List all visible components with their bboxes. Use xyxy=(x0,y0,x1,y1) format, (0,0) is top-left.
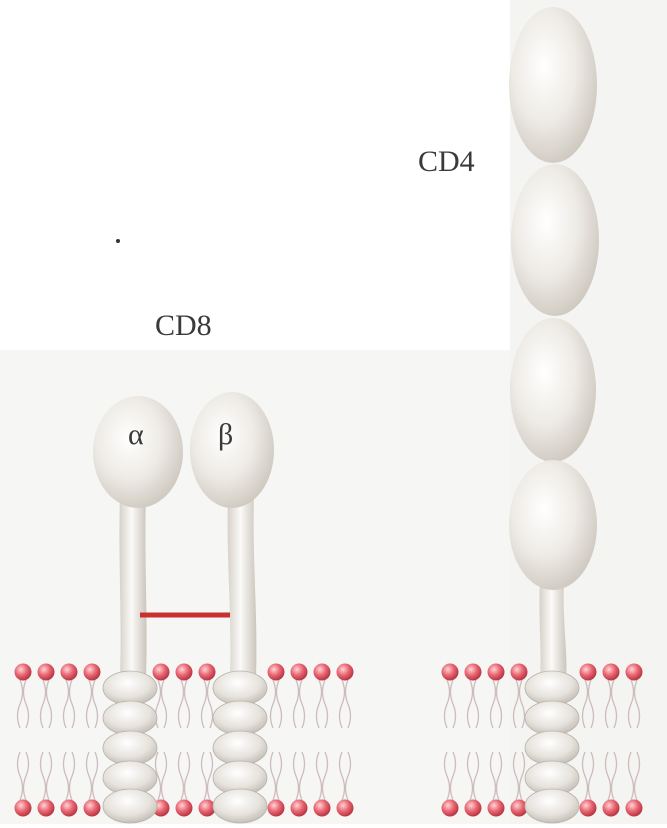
lipid-head xyxy=(15,664,32,681)
beta-chain-label: β xyxy=(218,418,233,452)
lipid-head xyxy=(465,664,482,681)
cd4-stalk xyxy=(539,580,566,680)
lipid-head xyxy=(314,800,331,817)
helix-turn xyxy=(103,789,157,823)
lipid-head xyxy=(626,800,643,817)
cd4-label: CD4 xyxy=(418,145,475,179)
lipid-head xyxy=(511,664,528,681)
helix-turn xyxy=(103,731,157,765)
alpha-chain-label: α xyxy=(128,418,144,452)
helix-turn xyxy=(213,731,267,765)
helix-turn xyxy=(525,731,579,765)
lipid-head xyxy=(199,664,216,681)
lipid-head xyxy=(176,800,193,817)
lipid-head xyxy=(61,800,78,817)
lipid-head xyxy=(337,800,354,817)
cd8-label: CD8 xyxy=(155,309,212,343)
cd8-beta-stalk xyxy=(228,495,257,678)
lipid-head xyxy=(465,800,482,817)
lipid-head xyxy=(337,664,354,681)
helix-turn xyxy=(213,789,267,823)
lipid-head xyxy=(176,664,193,681)
lipid-head xyxy=(488,664,505,681)
lipid-head xyxy=(626,664,643,681)
lipid-head xyxy=(84,800,101,817)
cd4-domain-2 xyxy=(511,164,599,316)
lipid-head xyxy=(291,664,308,681)
cd4-domain-3 xyxy=(510,318,596,462)
lipid-head xyxy=(153,664,170,681)
lipid-head xyxy=(580,664,597,681)
cd8-alpha-domain xyxy=(93,396,183,508)
speck xyxy=(116,239,120,243)
cd4-domain-1 xyxy=(509,7,597,163)
lipid-head xyxy=(84,664,101,681)
lipid-head xyxy=(38,800,55,817)
lipid-head xyxy=(488,800,505,817)
lipid-head xyxy=(291,800,308,817)
lipid-head xyxy=(15,800,32,817)
cd8-alpha-stalk xyxy=(119,495,146,678)
lipid-head xyxy=(603,800,620,817)
lipid-head xyxy=(268,664,285,681)
helix-turn xyxy=(525,671,579,705)
helix-turn xyxy=(525,701,579,735)
helix-turn xyxy=(103,671,157,705)
lipid-head xyxy=(603,664,620,681)
lipid-head xyxy=(61,664,78,681)
helix-turn xyxy=(103,701,157,735)
helix-turn xyxy=(213,671,267,705)
lipid-head xyxy=(268,800,285,817)
cd4-domain-4 xyxy=(509,460,597,590)
lipid-head xyxy=(580,800,597,817)
lipid-head xyxy=(442,664,459,681)
helix-turn xyxy=(213,701,267,735)
lipid-head xyxy=(314,664,331,681)
helix-turn xyxy=(525,789,579,823)
lipid-head xyxy=(442,800,459,817)
lipid-head xyxy=(38,664,55,681)
